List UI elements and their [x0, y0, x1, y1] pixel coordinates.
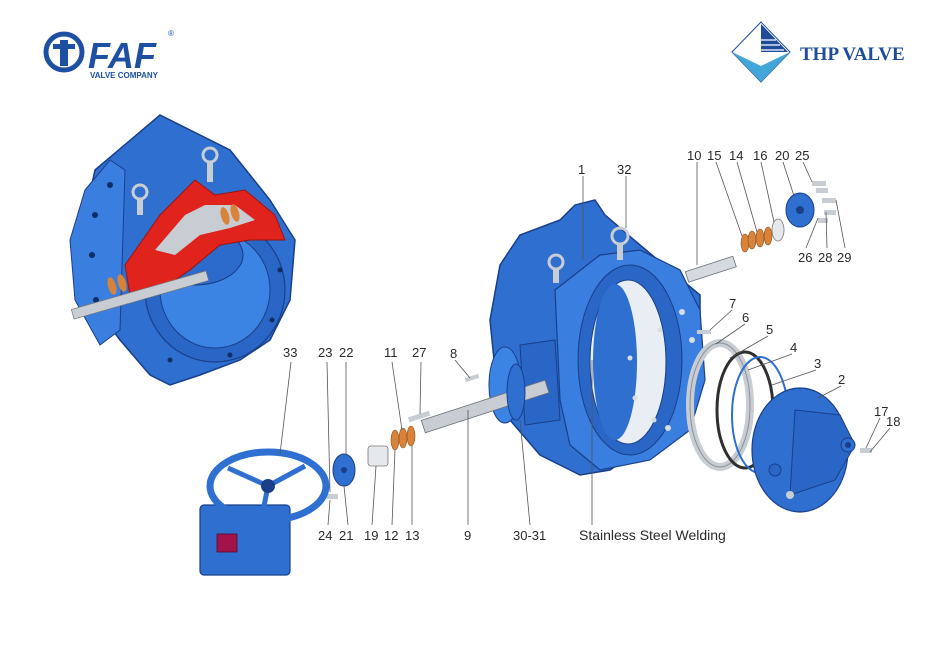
valve-body — [488, 199, 706, 476]
cutaway-section-view — [69, 114, 296, 386]
part-label-26: 26 — [798, 250, 812, 265]
part-labels: 1 32 10 15 14 16 20 25 26 28 29 7 6 5 4 … — [283, 148, 900, 543]
part-label-23: 23 — [318, 345, 332, 360]
part-label-13: 13 — [405, 528, 419, 543]
part-label-6: 6 — [742, 310, 749, 325]
bolt-icon — [860, 448, 872, 453]
part-label-30-31: 30-31 — [513, 528, 546, 543]
part-label-1: 1 — [578, 162, 585, 177]
thp-logo-name: THP VALVE — [800, 44, 905, 65]
valve-disc — [751, 387, 856, 513]
faf-logo: FAF ® VALVE COMPANY — [43, 29, 174, 80]
gearbox-handwheel — [199, 448, 330, 576]
part-label-20: 20 — [775, 148, 789, 163]
part-label-18: 18 — [886, 414, 900, 429]
leader-lines — [279, 161, 891, 526]
part-label-21: 21 — [339, 528, 353, 543]
part-label-3: 3 — [814, 356, 821, 371]
part-label-8: 8 — [450, 346, 457, 361]
upper-bushings — [740, 218, 785, 253]
part-label-11: 11 — [384, 345, 398, 360]
handwheel-icon — [206, 448, 330, 524]
upper-shaft — [684, 255, 737, 283]
main-shaft — [420, 363, 550, 434]
top-cover — [785, 181, 836, 228]
key-27 — [407, 410, 431, 423]
part-label-2: 2 — [838, 372, 845, 387]
part-label-12: 12 — [384, 528, 398, 543]
part-label-32: 32 — [617, 162, 631, 177]
part-label-16: 16 — [753, 148, 767, 163]
part-label-10: 10 — [687, 148, 701, 163]
key-8 — [464, 373, 480, 383]
lower-bushings — [367, 425, 416, 467]
faf-logo-name: FAF — [88, 35, 157, 76]
part-label-22: 22 — [339, 345, 353, 360]
part-label-27: 27 — [412, 345, 426, 360]
thp-diamond-icon — [731, 21, 791, 83]
part-label-33: 33 — [283, 345, 297, 360]
part-label-25: 25 — [795, 148, 809, 163]
part-label-17: 17 — [874, 404, 888, 419]
part-label-19: 19 — [364, 528, 378, 543]
faf-registered-mark: ® — [168, 29, 174, 38]
part-label-24: 24 — [318, 528, 332, 543]
part-label-4: 4 — [790, 340, 797, 355]
part-label-7: 7 — [729, 296, 736, 311]
part-label-28: 28 — [818, 250, 832, 265]
faf-logo-subtitle: VALVE COMPANY — [90, 71, 159, 80]
part-label-14: 14 — [729, 148, 743, 163]
part-label-15: 15 — [707, 148, 721, 163]
part-label-9: 9 — [464, 528, 471, 543]
stainless-steel-welding-label: Stainless Steel Welding — [579, 527, 726, 543]
part-label-5: 5 — [766, 322, 773, 337]
part-label-29: 29 — [837, 250, 851, 265]
bolt-icon — [697, 330, 711, 334]
thp-logo: THP VALVE — [731, 21, 905, 83]
